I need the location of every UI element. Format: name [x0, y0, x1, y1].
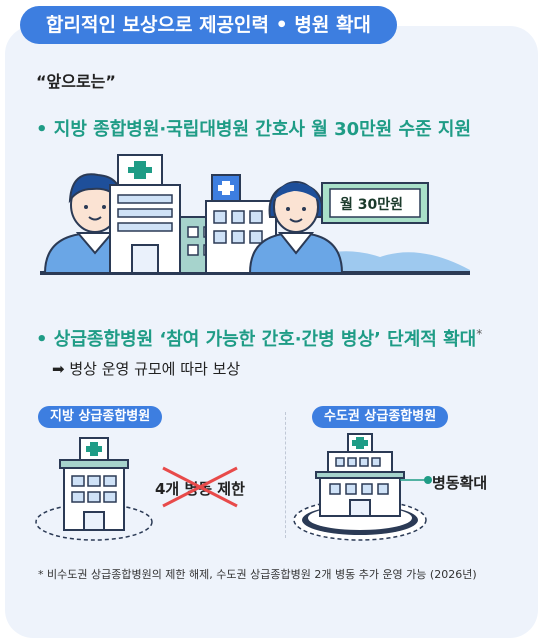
- quote-text: “앞으로는”: [36, 72, 116, 91]
- bullet-nurse-support: • 지방 종합병원·국립대병원 간호사 월 30만원 수준 지원: [36, 119, 472, 140]
- page-title: 합리적인 보상으로 제공인력 • 병원 확대: [20, 6, 397, 44]
- arrow-note: ➡ 병상 운영 규모에 따라 보상: [52, 360, 241, 378]
- footnote: * 비수도권 상급종합병원의 제한 해제, 수도권 상급종합병원 2개 병동 추…: [38, 568, 477, 581]
- ward-expand-text: 병동확대: [432, 474, 488, 492]
- nurse-right-icon: [248, 181, 344, 274]
- asterisk-mark: *: [476, 327, 483, 341]
- label-regional-hospital: 지방 상급종합병원: [38, 406, 163, 428]
- bullet-bed-expansion: • 상급종합병원 ‘참여 가능한 간호·간병 병상’ 단계적 확대*: [36, 325, 482, 351]
- regional-hospital-icon: [35, 437, 153, 541]
- bullet-bed-expansion-text: • 상급종합병원 ‘참여 가능한 간호·간병 병상’ 단계적 확대: [36, 329, 477, 350]
- money-bill-icon: [321, 182, 429, 224]
- capital-hospital-icon: [293, 433, 432, 541]
- money-label: 월 30만원: [340, 197, 403, 213]
- content-panel: [5, 26, 538, 638]
- cross-out-icon: [162, 466, 238, 508]
- ward-limit-text: 4개 병동 제한: [155, 480, 245, 498]
- section-divider: [285, 412, 286, 538]
- hospital-building-icon: [109, 154, 277, 274]
- label-capital-hospital: 수도권 상급종합병원: [312, 406, 449, 428]
- hospital-nurses-illustration: [40, 154, 470, 275]
